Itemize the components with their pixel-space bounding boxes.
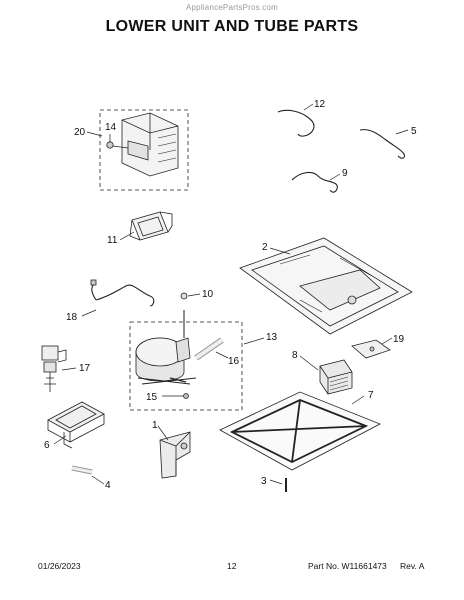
part-10-grommet [180, 292, 188, 300]
callout-17: 17 [79, 363, 91, 374]
watermark: AppliancePartsPros.com [186, 3, 278, 12]
part-7-heater-pad [219, 391, 381, 471]
part-9-tube [291, 171, 338, 193]
part-12-tube [277, 109, 315, 137]
footer-date: 01/26/2023 [38, 561, 81, 571]
part-1-drain-pan [159, 431, 191, 479]
page-title: LOWER UNIT AND TUBE PARTS [105, 18, 359, 35]
callout-12: 12 [314, 99, 326, 110]
callout-18: 18 [66, 312, 78, 323]
part-6-bracket [47, 401, 105, 449]
part-5-tube [359, 129, 406, 159]
callout-16: 16 [228, 356, 240, 367]
callout-3: 3 [261, 476, 267, 487]
footer-revision: Rev. A [400, 561, 425, 571]
callout-labels: 20 14 11 12 5 9 2 10 18 13 16 17 15 8 19… [44, 99, 417, 491]
callout-11: 11 [107, 235, 118, 246]
callout-15: 15 [146, 392, 158, 403]
callout-1: 1 [152, 420, 158, 431]
group-box-13 [129, 321, 243, 411]
callout-10: 10 [202, 289, 214, 300]
leader-lines [53, 103, 409, 485]
callout-8: 8 [292, 350, 298, 361]
group-box-20 [99, 109, 189, 191]
callout-6: 6 [44, 440, 50, 451]
callout-14: 14 [105, 122, 117, 133]
callout-7: 7 [368, 390, 374, 401]
part-18-harness [90, 279, 155, 307]
footer-part-number: Part No. W11661473 [308, 561, 387, 571]
part-11-bracket [129, 211, 173, 241]
part-14-condenser-fan [106, 112, 179, 177]
callout-20: 20 [74, 127, 86, 138]
callout-2: 2 [262, 242, 268, 253]
callout-13: 13 [266, 332, 278, 343]
part-compressor [135, 310, 197, 385]
callout-5: 5 [411, 126, 417, 137]
callout-9: 9 [342, 168, 348, 179]
footer-page-number: 12 [227, 561, 237, 571]
part-16-tube [194, 337, 224, 361]
part-17-valve [41, 345, 67, 392]
part-19-plate [351, 339, 391, 359]
part-15-clip [183, 393, 189, 399]
part-2-base-pan [239, 237, 413, 335]
callout-19: 19 [393, 334, 405, 345]
part-8-module [319, 359, 353, 395]
callout-4: 4 [105, 480, 111, 491]
